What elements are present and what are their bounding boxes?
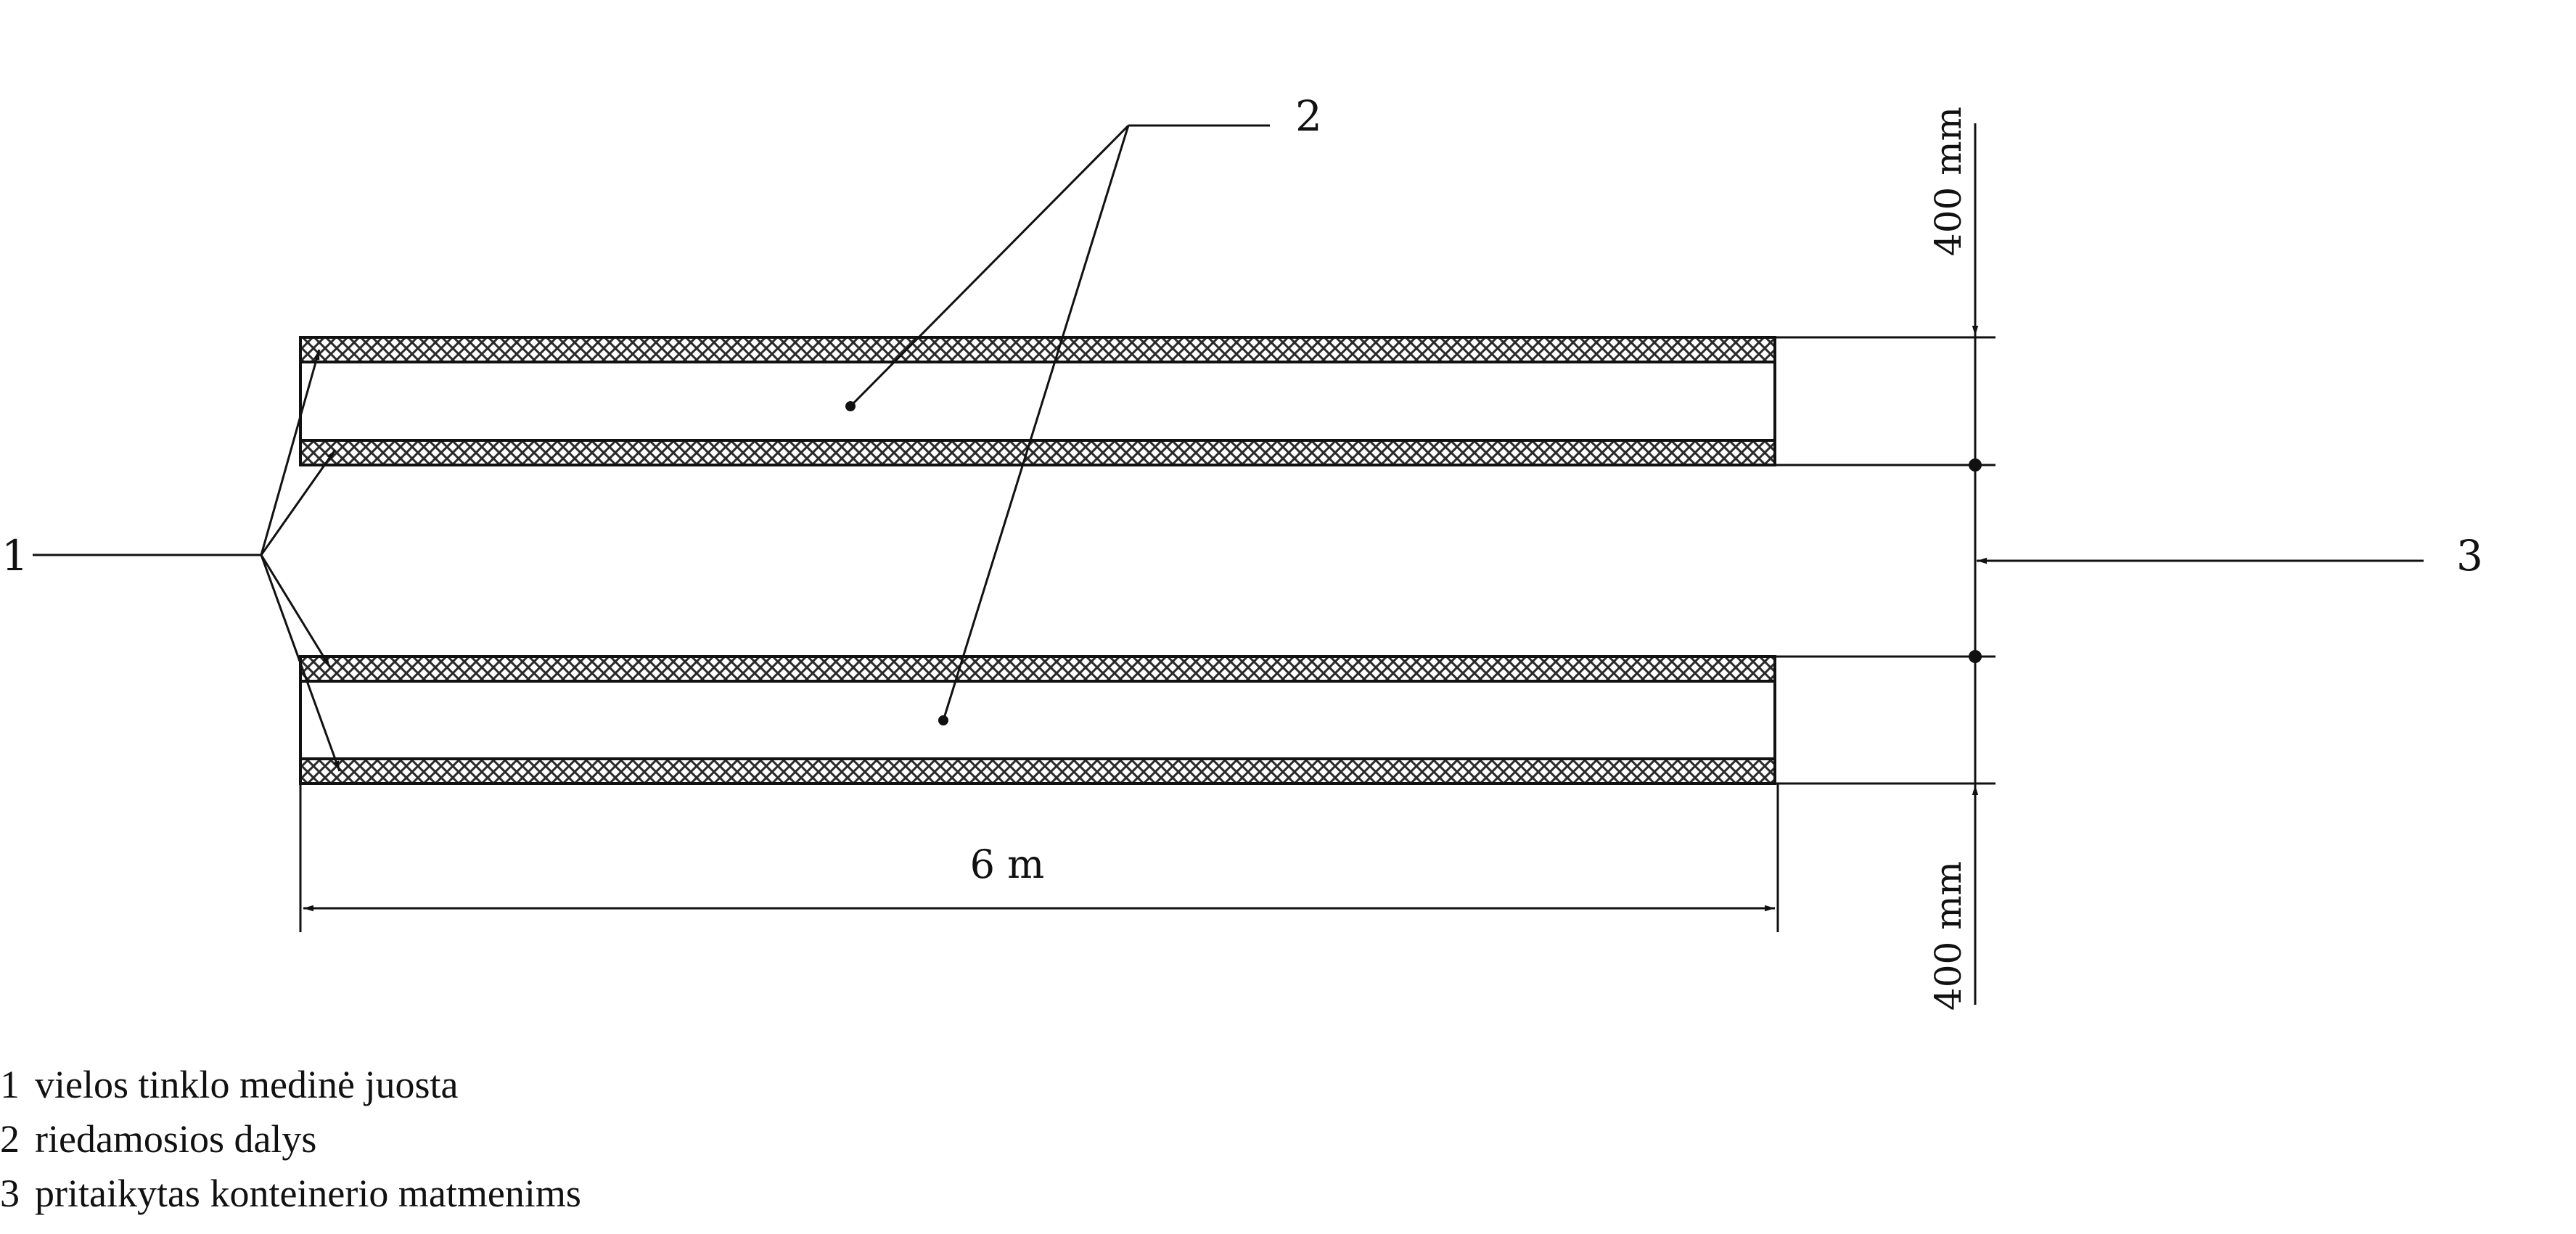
legend-number: 1 — [0, 1063, 20, 1106]
dimension-point — [1969, 650, 1982, 663]
callout-1-leader — [260, 554, 341, 772]
top-offset-label: 400 mm — [1927, 107, 1969, 256]
callout-2-point — [938, 715, 948, 725]
legend-text: pritaikytas konteinerio matmenims — [35, 1172, 581, 1215]
mesh-strip-2 — [299, 439, 1776, 466]
legend-item: 3 pritaikytas konteinerio matmenims — [0, 1167, 581, 1221]
mesh-strip-1 — [299, 336, 1776, 363]
length-dimension-label: 6 m — [970, 842, 1045, 887]
mesh-strip-4 — [299, 757, 1776, 785]
callout-2-label: 2 — [1295, 91, 1322, 141]
callout-1-leader — [260, 449, 337, 556]
legend-number: 2 — [0, 1117, 20, 1161]
mesh-strip-3 — [299, 655, 1776, 683]
bottom-offset-label: 400 mm — [1927, 861, 1969, 1011]
legend-text: riedamosios dalys — [35, 1117, 317, 1161]
legend-text: vielos tinklo medinė juosta — [35, 1063, 459, 1106]
callout-1-leader — [260, 554, 332, 668]
legend-item: 2 riedamosios dalys — [0, 1112, 581, 1167]
callout-1-leader — [260, 349, 321, 556]
callout-1-label: 1 — [1, 531, 28, 580]
legend-item: 1 vielos tinklo medinė juosta — [0, 1058, 581, 1112]
legend: 1 vielos tinklo medinė juosta 2 riedamosio… — [0, 1058, 581, 1221]
dimension-point — [1969, 458, 1982, 472]
callout-2-leader — [942, 125, 1130, 721]
legend-number: 3 — [0, 1172, 20, 1215]
callout-3-label: 3 — [2456, 531, 2483, 580]
callout-2-point — [845, 401, 856, 411]
callout-2-leader — [849, 124, 1130, 408]
